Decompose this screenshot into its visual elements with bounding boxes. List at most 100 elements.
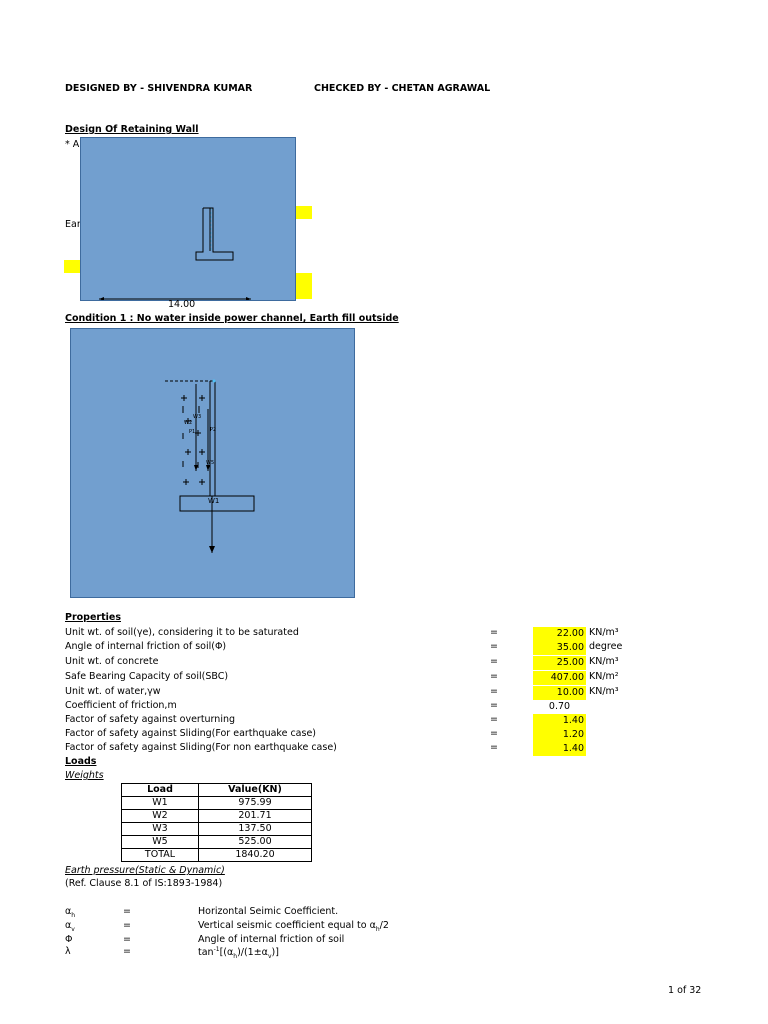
equals-sign: = (490, 656, 498, 667)
equals-sign: = (490, 700, 498, 711)
property-label: Angle of internal friction of soil(Φ) (65, 641, 227, 652)
table-cell: W5 (121, 835, 199, 849)
symbol: Φ (65, 934, 73, 945)
hidden-text-line1: * A (65, 139, 80, 150)
yellow-cell (294, 206, 312, 219)
property-row: Coefficient of friction,m = 0.70 (0, 700, 768, 714)
table-cell: W3 (121, 822, 199, 836)
symbol-description: Angle of internal friction of soil (198, 934, 345, 945)
earth-pressure-title: Earth pressure(Static & Dynamic) (65, 865, 225, 876)
property-value: 407.00 (533, 671, 586, 685)
earth-pressure-reference: (Ref. Clause 8.1 of IS:1893-1984) (65, 878, 223, 889)
symbol: λ (65, 946, 71, 957)
column-header: Load (121, 783, 199, 797)
property-row: Factor of safety against Sliding(For non… (0, 742, 768, 756)
small-label-w2: W2 (184, 420, 193, 426)
property-label: Factor of safety against Sliding(For ear… (65, 728, 316, 739)
table-row: TOTAL 1840.20 (121, 848, 312, 862)
table-cell: 201.71 (198, 809, 312, 823)
yellow-cell (64, 260, 81, 273)
symbol-description: Vertical seismic coefficient equal to αh… (198, 920, 389, 933)
property-value: 0.70 (548, 701, 571, 712)
small-label-p2: P2 (210, 427, 217, 433)
symbol-description: Horizontal Seimic Coefficient. (198, 906, 339, 917)
property-row: Factor of safety against overturning = 1… (0, 714, 768, 728)
equals-sign: = (123, 906, 131, 917)
symbol-row-alpha-v: αv = Vertical seismic coefficient equal … (0, 920, 768, 934)
table-row: W3 137.50 (121, 822, 312, 836)
property-value: 1.20 (533, 728, 586, 742)
load-diagram-figure: W1 W2 W3 P1 P2 W5 (70, 328, 355, 598)
symbol: αv (65, 920, 75, 933)
property-value: 1.40 (533, 742, 586, 756)
table-cell: 525.00 (198, 835, 312, 849)
property-unit: KN/m³ (589, 627, 619, 638)
equals-sign: = (490, 728, 498, 739)
property-label: Unit wt. of water,γw (65, 686, 161, 697)
small-label-p1: P1 (189, 429, 196, 435)
equals-sign: = (123, 934, 131, 945)
property-unit: KN/m² (589, 671, 619, 682)
property-unit: degree (589, 641, 623, 652)
symbol-row-alpha-h: αh = Horizontal Seimic Coefficient. (0, 906, 768, 920)
yellow-cell (294, 273, 312, 299)
column-header: Value(KN) (198, 783, 312, 797)
property-value: 1.40 (533, 714, 586, 728)
small-label-w5: W5 (206, 460, 215, 466)
page-number: 1 of 32 (668, 985, 702, 996)
property-label: Safe Bearing Capacity of soil(SBC) (65, 671, 229, 682)
table-row: W5 525.00 (121, 835, 312, 849)
load-diagram-drawing (165, 379, 255, 553)
equals-sign: = (490, 742, 498, 753)
table-header-row: Load Value(KN) (121, 783, 312, 797)
property-value: 10.00 (533, 686, 586, 700)
checked-by: CHECKED BY - CHETAN AGRAWAL (314, 83, 491, 94)
table-cell: TOTAL (121, 848, 199, 862)
properties-title: Properties (65, 612, 121, 623)
section-title: Design Of Retaining Wall (65, 124, 199, 135)
wall-section-figure (80, 137, 296, 301)
table-cell: 137.50 (198, 822, 312, 836)
wall-section-drawing (99, 207, 251, 300)
equals-sign: = (490, 714, 498, 725)
table-row: W2 201.71 (121, 809, 312, 823)
equals-sign: = (490, 627, 498, 638)
property-label: Unit wt. of soil(γe), considering it to … (65, 627, 299, 638)
property-label: Unit wt. of concrete (65, 656, 159, 667)
small-label-w3: W3 (193, 414, 202, 420)
property-row: Safe Bearing Capacity of soil(SBC) = 407… (0, 671, 768, 685)
table-cell: 1840.20 (198, 848, 312, 862)
weights-table: Load Value(KN) W1 975.99 W2 201.71 W3 13… (121, 783, 312, 862)
table-cell: W1 (121, 796, 199, 810)
condition-title: Condition 1 : No water inside power chan… (65, 313, 399, 324)
equals-sign: = (123, 946, 131, 957)
property-row: Unit wt. of water,γw = 10.00 KN/m³ (0, 686, 768, 700)
equals-sign: = (490, 686, 498, 697)
symbol-row-lambda: λ = tan-1[(αh)/(1±αv)] (0, 946, 768, 960)
designed-by: DESIGNED BY - SHIVENDRA KUMAR (65, 83, 253, 94)
property-row: Unit wt. of concrete = 25.00 KN/m³ (0, 656, 768, 670)
property-row: Factor of safety against Sliding(For ear… (0, 728, 768, 742)
property-label: Coefficient of friction,m (65, 700, 177, 711)
property-unit: KN/m³ (589, 656, 619, 667)
equals-sign: = (123, 920, 131, 931)
hidden-text-line2: Ear (65, 219, 81, 230)
property-value: 22.00 (533, 627, 586, 641)
table-cell: W2 (121, 809, 199, 823)
property-unit: KN/m³ (589, 686, 619, 697)
symbol-row-phi: Φ = Angle of internal friction of soil (0, 934, 768, 948)
property-row: Angle of internal friction of soil(Φ) = … (0, 641, 768, 655)
property-label: Factor of safety against overturning (65, 714, 236, 725)
loads-title: Loads (65, 756, 97, 767)
load-label-w1: W1 (208, 497, 220, 505)
property-row: Unit wt. of soil(γe), considering it to … (0, 627, 768, 641)
property-label: Factor of safety against Sliding(For non… (65, 742, 337, 753)
property-value: 25.00 (533, 656, 586, 670)
weights-title: Weights (65, 770, 104, 781)
symbol: αh (65, 906, 76, 919)
lambda-formula: tan-1[(αh)/(1±αv)] (198, 946, 279, 961)
equals-sign: = (490, 641, 498, 652)
dimension-label: 14.00 (168, 299, 196, 310)
equals-sign: = (490, 671, 498, 682)
table-cell: 975.99 (198, 796, 312, 810)
